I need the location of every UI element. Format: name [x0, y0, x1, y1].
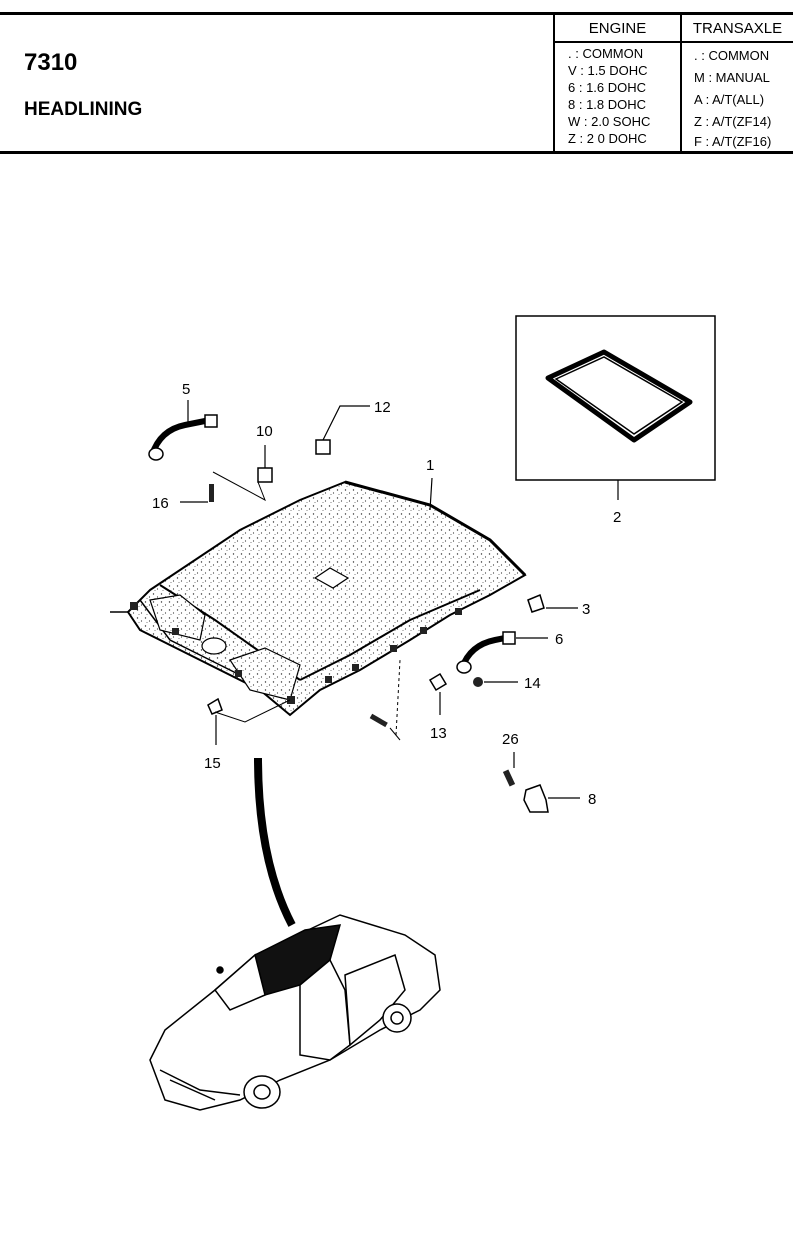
engine-row: 6 : 1.6 DOHC — [568, 80, 647, 95]
transaxle-row: M : MANUAL — [694, 70, 770, 85]
engine-row: . : COMMON — [568, 46, 644, 61]
callout-2: 2 — [613, 509, 621, 526]
callout-13: 13 — [430, 725, 447, 742]
transaxle-row: F : A/T(ZF16) — [694, 134, 772, 149]
callout-15: 15 — [204, 755, 221, 772]
transaxle-heading: TRANSAXLE — [682, 17, 793, 43]
engine-row: V : 1.5 DOHC — [568, 63, 648, 78]
engine-heading: ENGINE — [555, 17, 680, 43]
callout-3: 3 — [582, 601, 590, 618]
callout-5: 5 — [182, 381, 190, 398]
callout-10: 10 — [256, 423, 273, 440]
callout-labels: 1 2 3 5 6 8 10 12 13 14 15 16 26 — [152, 381, 621, 808]
engine-row: 8 : 1.8 DOHC — [568, 97, 647, 112]
catalog-header: 7310 HEADLINING ENGINE TRANSAXLE . : COM… — [0, 12, 793, 154]
clip-parts — [180, 405, 370, 503]
header-divider — [680, 15, 682, 152]
leader-line — [254, 757, 296, 927]
callout-14: 14 — [524, 675, 541, 692]
transaxle-row: Z : A/T(ZF14) — [694, 114, 772, 129]
callout-8: 8 — [588, 791, 596, 808]
callout-26: 26 — [502, 731, 519, 748]
engine-row: Z : 2 0 DOHC — [568, 131, 647, 146]
callout-16: 16 — [152, 495, 169, 512]
header-divider — [553, 15, 555, 152]
sunroof-seal-box — [515, 315, 716, 500]
callout-1: 1 — [426, 457, 434, 474]
callout-12: 12 — [374, 399, 391, 416]
vehicle-outline — [149, 914, 441, 1111]
assist-grip-left — [148, 400, 218, 461]
group-title: HEADLINING — [24, 99, 143, 120]
transaxle-row: . : COMMON — [694, 48, 770, 63]
assist-grip-right — [207, 593, 580, 813]
engine-row: W : 2.0 SOHC — [568, 114, 651, 129]
callout-6: 6 — [555, 631, 563, 648]
group-code: 7310 — [24, 49, 78, 76]
transaxle-row: A : A/T(ALL) — [694, 92, 765, 107]
headlining-panel — [110, 477, 527, 717]
